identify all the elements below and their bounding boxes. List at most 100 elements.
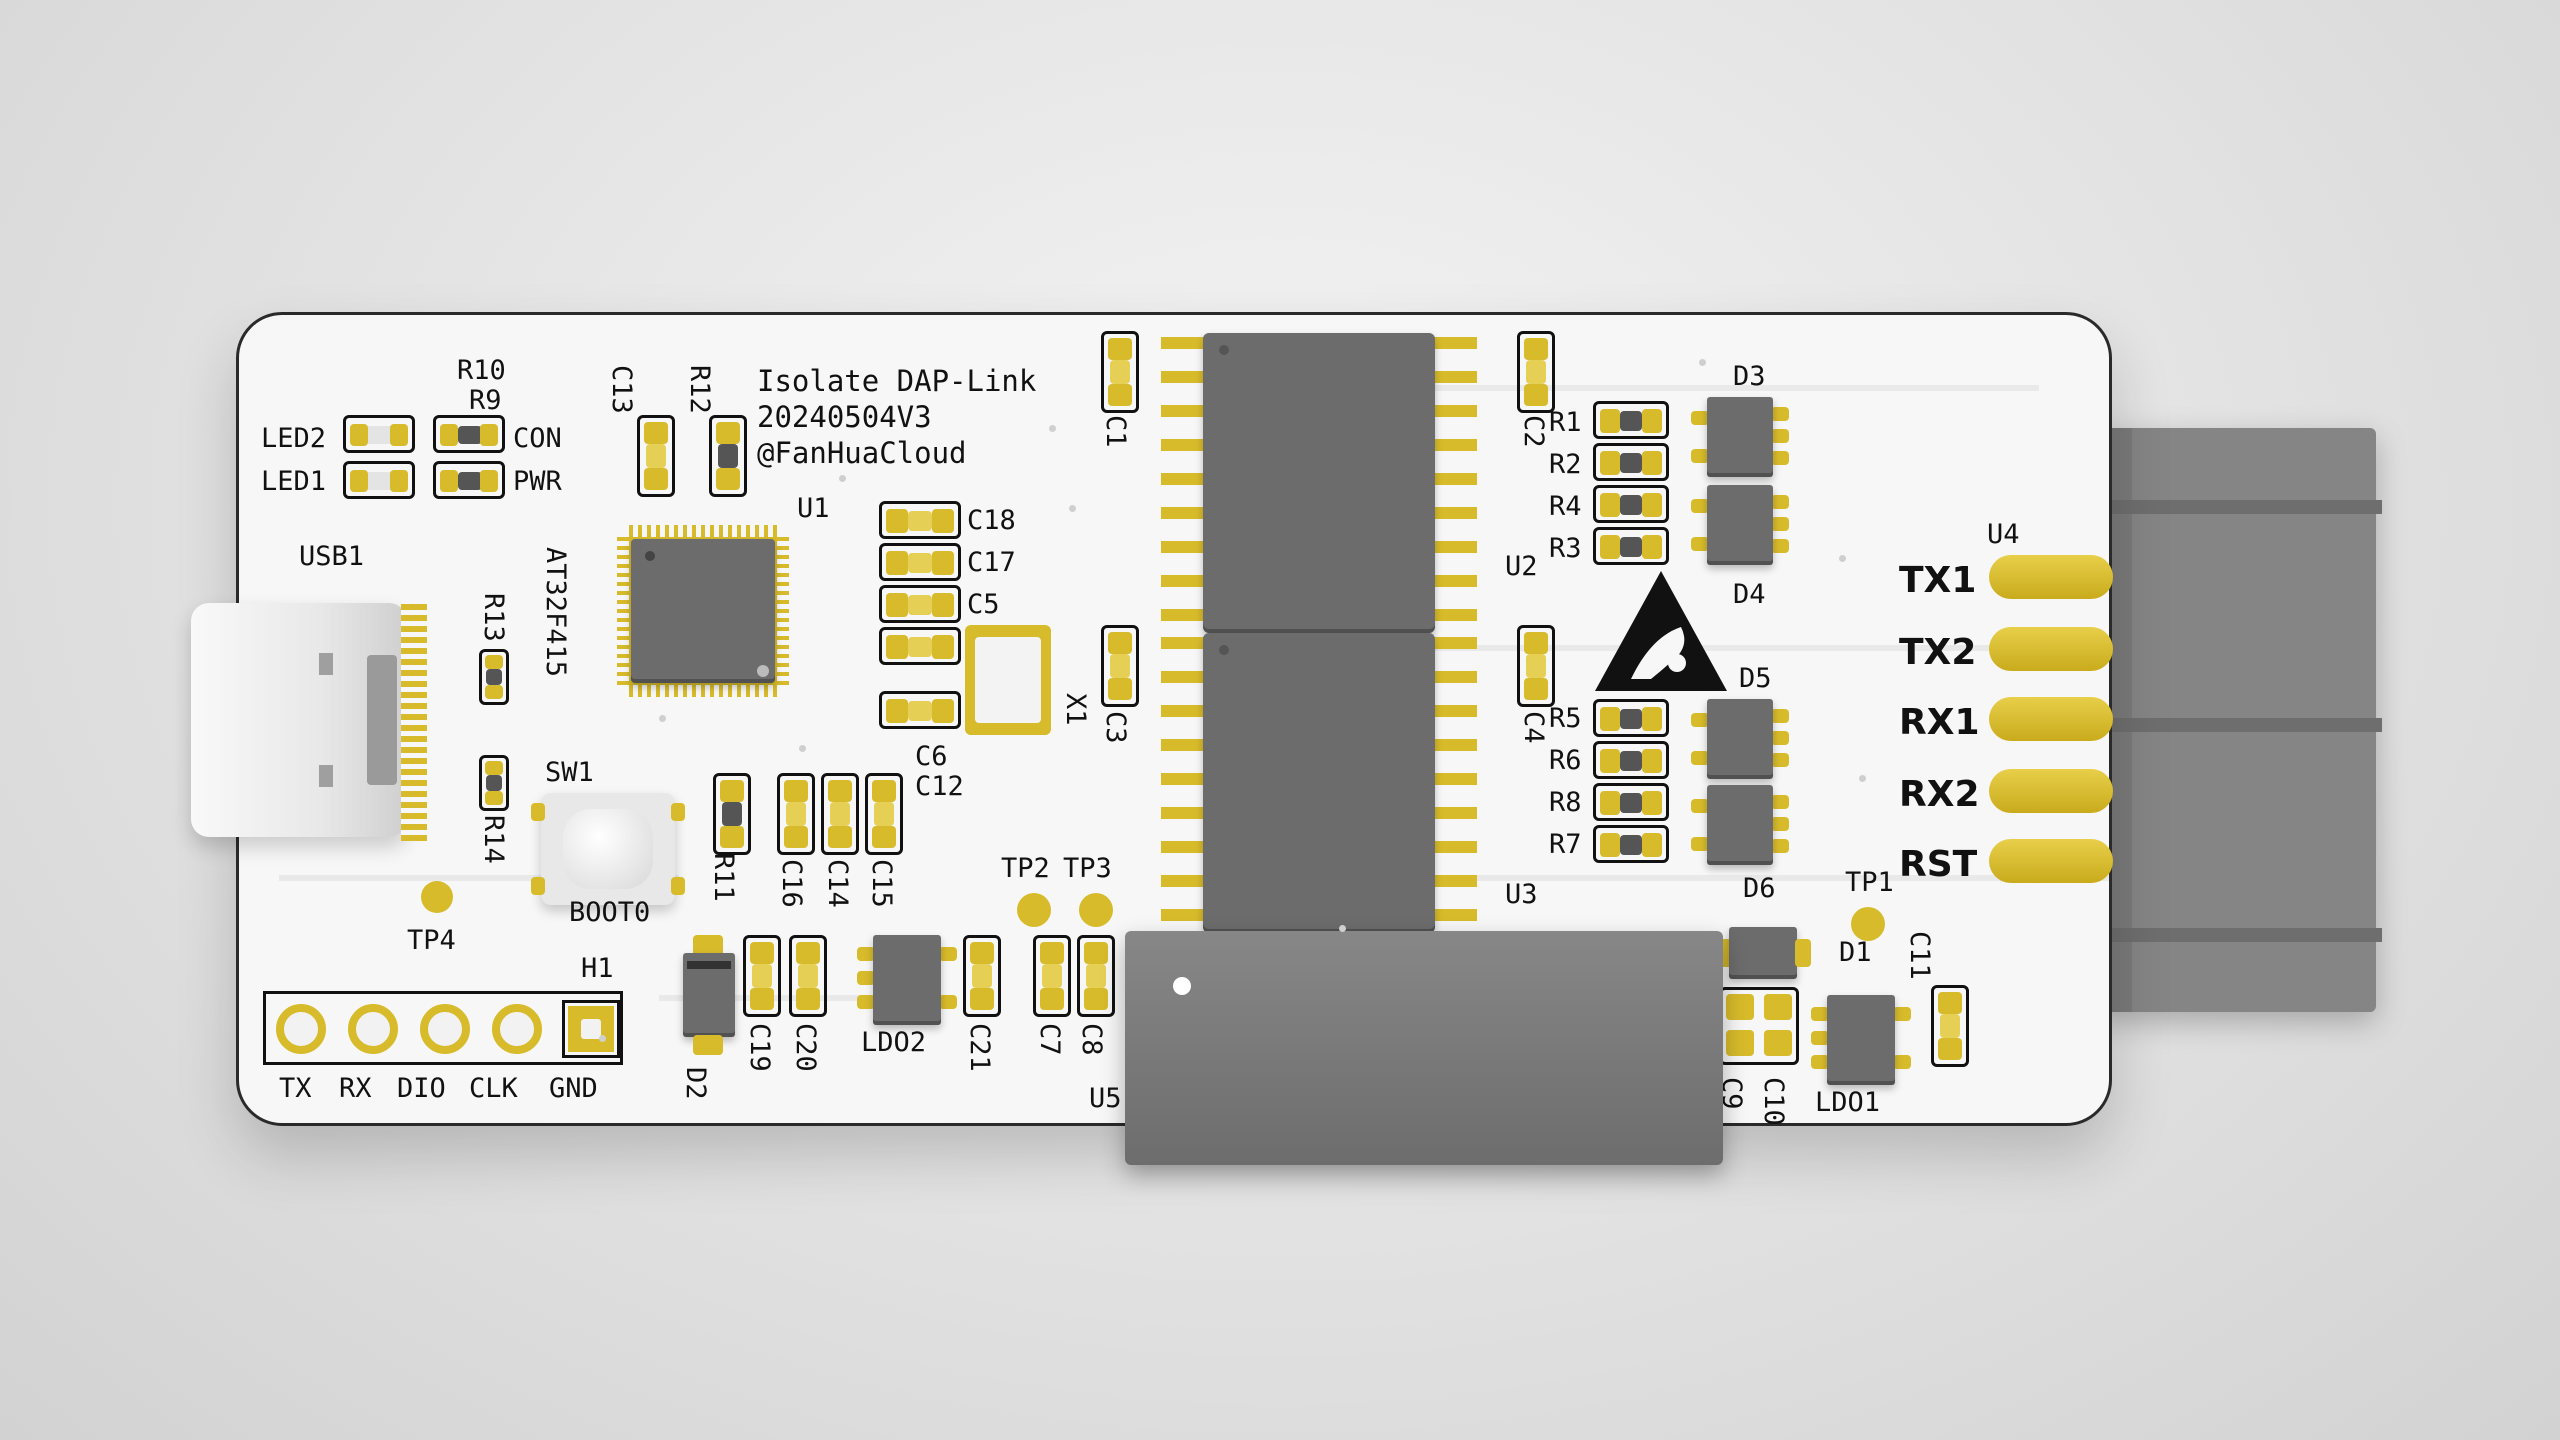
label-c19: C19 [744, 1023, 775, 1072]
header-pin[interactable] [276, 1004, 326, 1054]
label-c12: C12 [915, 771, 964, 802]
label-usb1: USB1 [299, 541, 365, 572]
label-d2: D2 [680, 1067, 711, 1100]
u2-isolator [1161, 333, 1477, 633]
c9-c10-footprint [1719, 987, 1799, 1065]
label-sw1: SW1 [545, 757, 594, 788]
c1-footprint [1101, 331, 1139, 413]
label-con: CON [513, 423, 562, 454]
d2-diode [683, 935, 735, 1055]
label-c8: C8 [1076, 1023, 1107, 1056]
usb-c-connector-icon [191, 595, 431, 845]
header-pin[interactable] [492, 1004, 542, 1054]
header-pin-label: TX [279, 1073, 312, 1104]
board-title: Isolate DAP-Link [757, 364, 1037, 398]
label-c14: C14 [822, 859, 853, 908]
label-mcu: AT32F415 [540, 547, 571, 678]
connector-pin-list: TX1 TX2 RX1 RX2 RST [1899, 555, 2113, 885]
connector-pin-label: RX1 [1899, 702, 1980, 743]
tactile-switch-icon[interactable] [531, 793, 685, 905]
label-d4: D4 [1733, 579, 1766, 610]
testpoint-tp4 [421, 881, 453, 913]
r8-footprint [1593, 783, 1669, 821]
c17-footprint [879, 543, 961, 581]
r4-footprint [1593, 485, 1669, 523]
label-c15: C15 [866, 859, 897, 908]
c7-footprint [1033, 935, 1071, 1017]
label-c21: C21 [964, 1023, 995, 1072]
r12-footprint [709, 415, 747, 497]
label-tp4: TP4 [407, 925, 456, 956]
c5a-footprint [879, 585, 961, 623]
board-author: @FanHuaCloud [757, 436, 967, 470]
r10-footprint [433, 415, 505, 453]
label-r13: R13 [478, 593, 509, 642]
d4-diode [1691, 485, 1789, 565]
r9-footprint [433, 461, 505, 499]
label-r2: R2 [1549, 449, 1582, 480]
label-u3: U3 [1505, 879, 1538, 910]
label-d5: D5 [1739, 663, 1772, 694]
r7-footprint [1593, 825, 1669, 863]
c2-footprint [1517, 331, 1555, 413]
label-c20: C20 [790, 1023, 821, 1072]
label-tp3: TP3 [1063, 853, 1112, 884]
connector-pin-label: TX1 [1899, 560, 1977, 601]
led2-footprint [343, 415, 415, 453]
c3-footprint [1101, 625, 1139, 707]
d6-diode [1691, 785, 1789, 865]
label-tp1: TP1 [1845, 867, 1894, 898]
label-x1: X1 [1060, 693, 1091, 726]
label-c11: C11 [1904, 931, 1935, 980]
label-u4: U4 [1987, 519, 2020, 550]
r1-footprint [1593, 401, 1669, 439]
c15-footprint [865, 773, 903, 855]
u1-mcu [617, 525, 789, 697]
c14-footprint [821, 773, 859, 855]
ldo1-regulator [1811, 995, 1911, 1085]
label-led1: LED1 [261, 466, 327, 497]
d1-diode [1715, 927, 1811, 979]
label-r5: R5 [1549, 703, 1582, 734]
c18-footprint [879, 501, 961, 539]
ldo2-regulator [857, 935, 957, 1025]
label-r14: R14 [478, 815, 509, 864]
connector-pin [1989, 555, 2113, 599]
label-c13: C13 [606, 365, 637, 414]
board-version: 20240504V3 [757, 400, 932, 434]
c13-footprint [637, 415, 675, 497]
label-c3: C3 [1100, 711, 1131, 744]
header-pin-label: DIO [397, 1073, 446, 1104]
c21-footprint [963, 935, 1001, 1017]
testpoint-tp2 [1017, 893, 1051, 927]
label-d1: D1 [1839, 937, 1872, 968]
label-d6: D6 [1743, 873, 1776, 904]
label-ldo2: LDO2 [861, 1027, 927, 1058]
label-c10: C10 [1758, 1077, 1789, 1126]
label-ldo1: LDO1 [1815, 1087, 1881, 1118]
header-pin[interactable] [420, 1004, 470, 1054]
esd-warning-icon [1591, 567, 1731, 697]
terminal-block-u4 [2092, 428, 2382, 1012]
r11-footprint [713, 773, 751, 855]
label-pwr: PWR [513, 466, 562, 497]
label-d3: D3 [1733, 361, 1766, 392]
label-r4: R4 [1549, 491, 1582, 522]
label-c2: C2 [1518, 415, 1549, 448]
label-r9: R9 [469, 385, 502, 416]
r5-footprint [1593, 699, 1669, 737]
testpoint-tp3 [1079, 893, 1113, 927]
c19-footprint [743, 935, 781, 1017]
label-c18: C18 [967, 505, 1016, 536]
label-c7: C7 [1034, 1023, 1065, 1056]
label-u1: U1 [797, 493, 830, 524]
header-pin[interactable] [348, 1004, 398, 1054]
label-r1: R1 [1549, 407, 1582, 438]
label-r12: R12 [684, 365, 715, 414]
r13-footprint [479, 649, 509, 705]
label-r3: R3 [1549, 533, 1582, 564]
r3-footprint [1593, 527, 1669, 565]
r6-footprint [1593, 741, 1669, 779]
c5b-footprint [879, 627, 961, 665]
